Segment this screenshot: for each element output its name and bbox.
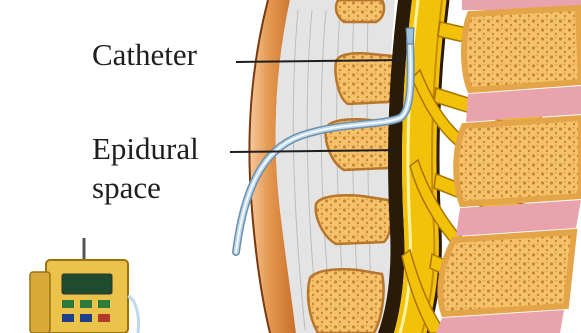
pump-tube xyxy=(128,296,139,333)
spinous-process xyxy=(336,0,384,22)
pump-button xyxy=(98,300,110,308)
epidural-space-label-line2: space xyxy=(92,171,161,205)
pump-button xyxy=(80,300,92,308)
catheter-tip xyxy=(406,28,414,44)
pump-display xyxy=(62,274,112,294)
pump-body xyxy=(46,260,128,333)
pump-button xyxy=(62,300,74,308)
spinous-process xyxy=(316,195,392,244)
vertebral-body xyxy=(464,8,581,90)
vertebral-body xyxy=(456,118,581,204)
catheter-label: Catheter xyxy=(92,38,197,72)
spinous-process xyxy=(308,269,384,333)
vertebral-column xyxy=(436,0,581,333)
vertebral-body xyxy=(440,232,574,314)
infusion-pump xyxy=(30,238,139,333)
pump-button xyxy=(80,314,92,322)
epidural-space-label-line1: Epidural xyxy=(92,132,199,166)
pump-side xyxy=(30,272,50,333)
pump-button xyxy=(98,314,110,322)
pump-button xyxy=(62,314,74,322)
